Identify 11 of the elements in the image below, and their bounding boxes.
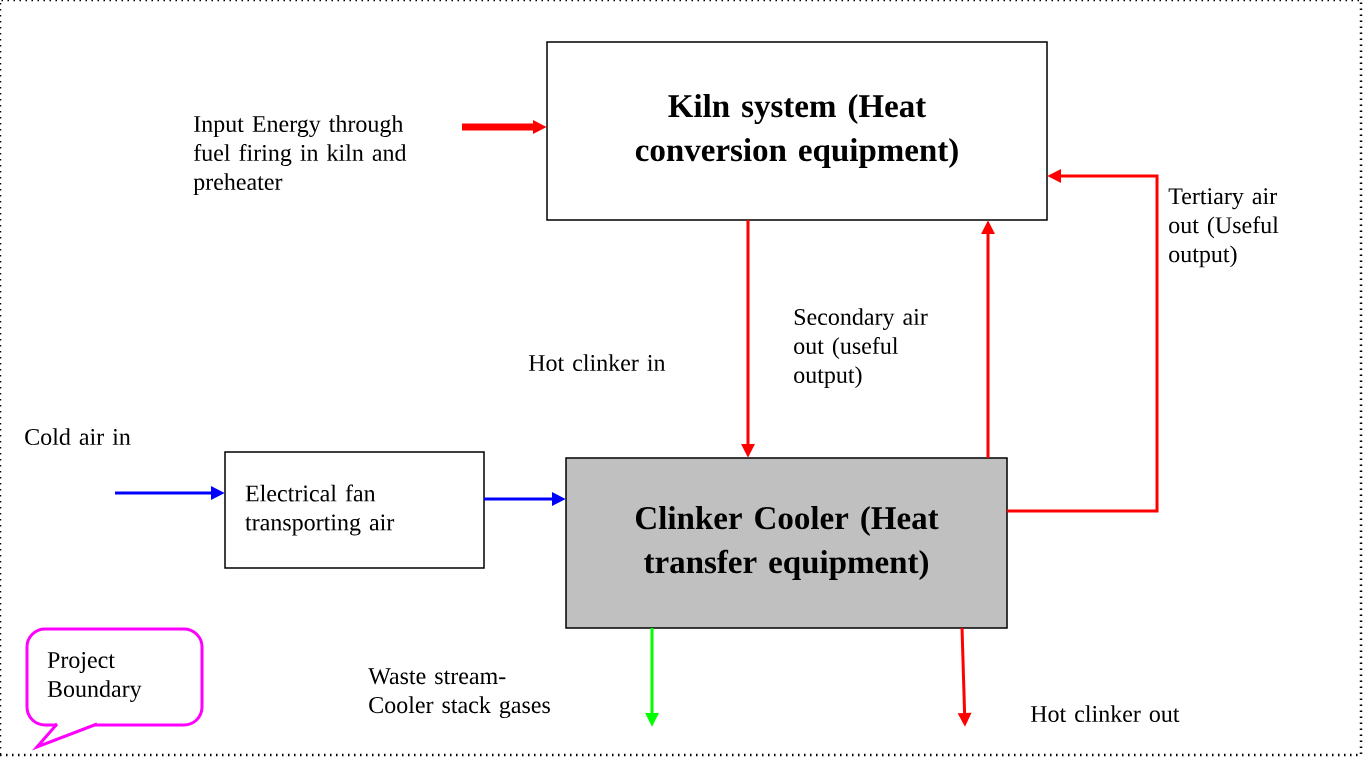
edge-label: Waste stream- Cooler stack gases <box>368 668 550 719</box>
speech-bubble: Project Boundary <box>25 627 204 751</box>
edge-label: Tertiary air out (Useful output) <box>1168 188 1279 268</box>
cooler-box: Clinker Cooler (Heat transfer equipment) <box>565 457 1008 629</box>
fan-box: Electrical fan transporting air <box>224 451 485 569</box>
edge-label: Hot clinker in <box>528 354 666 372</box>
edge-label: Secondary air out (useful output) <box>794 308 928 388</box>
edge-label: Cold air in <box>25 428 131 446</box>
edge-label: Hot clinker out <box>1030 705 1180 723</box>
kiln-box: Kiln system (Heat conversion equipment) <box>546 41 1048 221</box>
edge-label: Input Energy through fuel firing in kiln and preheater <box>193 115 407 195</box>
